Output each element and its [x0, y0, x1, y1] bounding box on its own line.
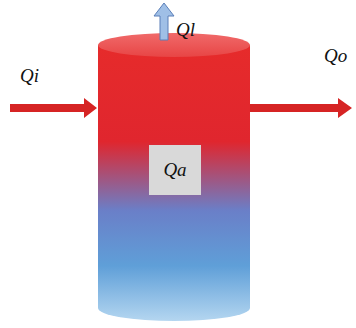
loss-arrow	[154, 3, 174, 40]
flow-label: Qi	[20, 66, 39, 87]
node-text: Qa	[163, 160, 186, 181]
outlet-arrow	[250, 98, 352, 118]
flow-label: Ql	[176, 20, 195, 41]
tank-body	[98, 45, 250, 321]
inlet-arrow	[10, 98, 97, 118]
heat-box: Qa	[149, 145, 201, 195]
flow-label: Qo	[324, 46, 347, 67]
tank-top	[98, 33, 250, 57]
